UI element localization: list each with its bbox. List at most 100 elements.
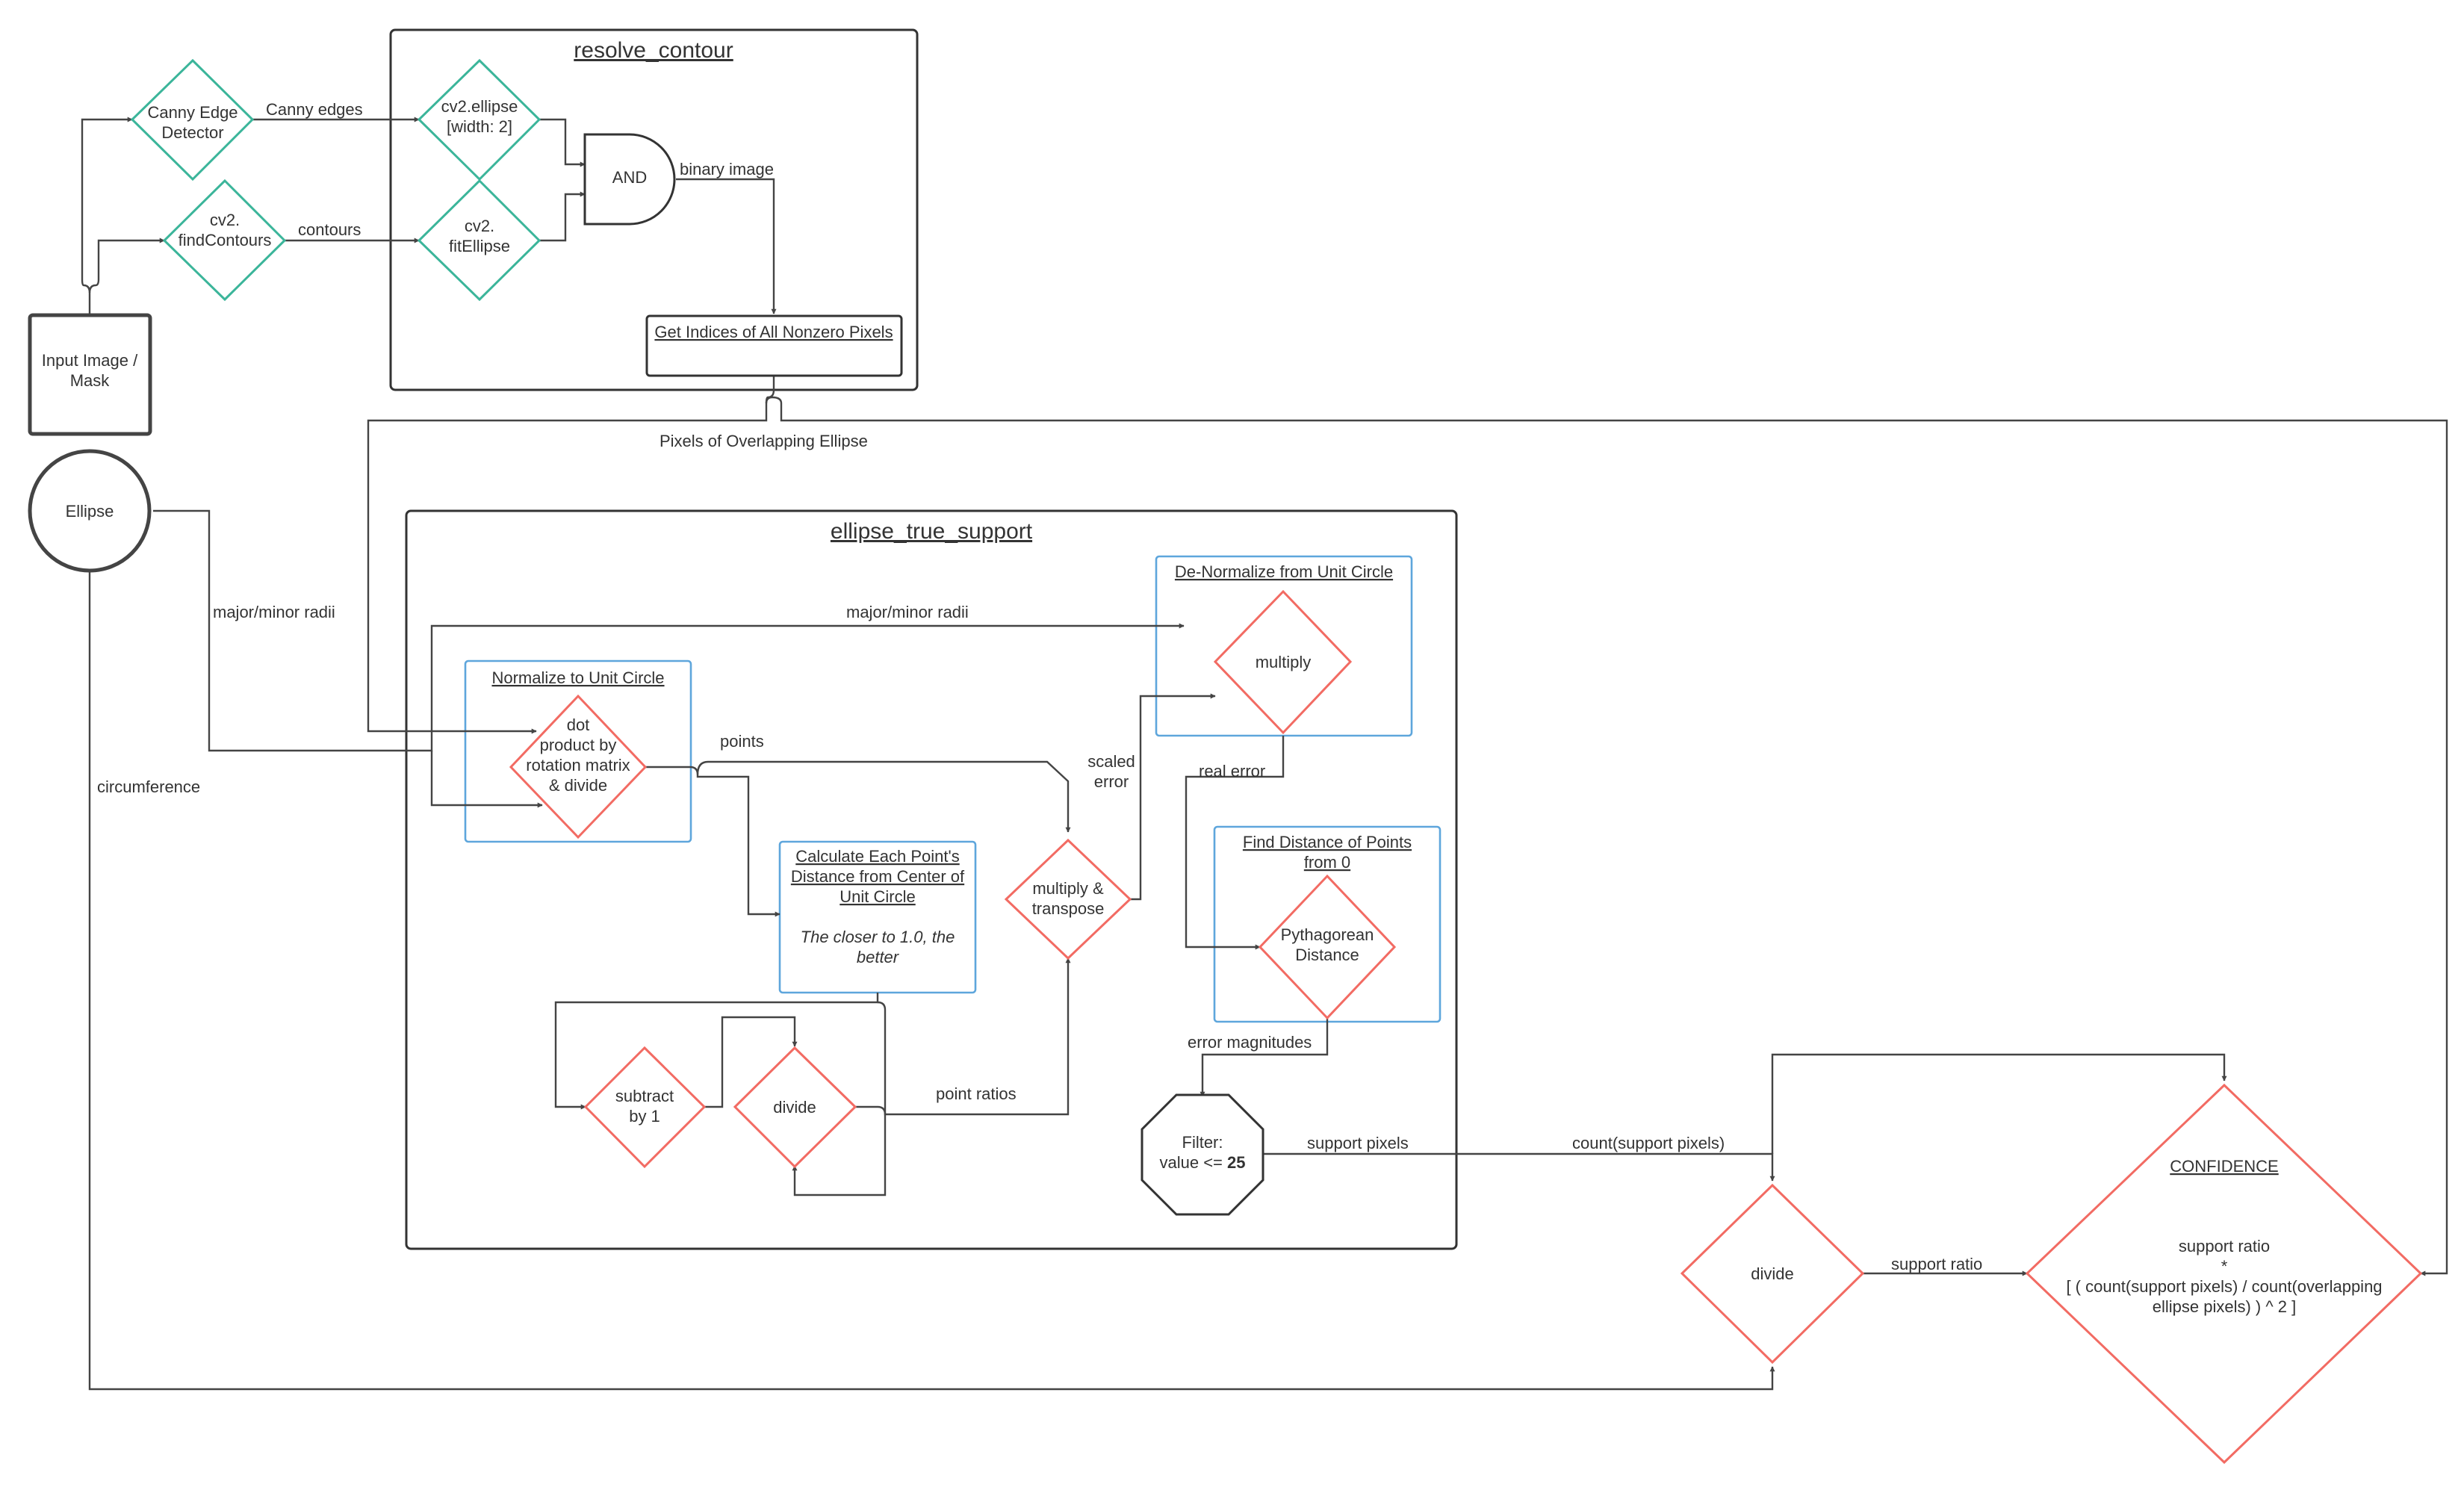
find-distance-line-1: Find Distance of Points bbox=[1243, 833, 1412, 851]
find-contours-line-2: findContours bbox=[179, 231, 272, 249]
and-gate-node[interactable]: AND bbox=[583, 133, 676, 226]
group-resolve-contour: resolve_contour bbox=[389, 28, 919, 391]
edge-error-magnitudes bbox=[1200, 1018, 1329, 1097]
edge-circumference bbox=[88, 571, 1775, 1391]
divide-inner-node[interactable]: divide bbox=[733, 1046, 857, 1169]
edge-radii-to-dot bbox=[430, 751, 543, 808]
label-scaled-error-1: scaled bbox=[1087, 752, 1135, 771]
divide-inner-label: divide bbox=[773, 1098, 816, 1117]
edge-calc-divide-bottom bbox=[792, 1001, 887, 1196]
edge-calc-subtract bbox=[554, 993, 879, 1110]
calc-distance-line-2: Distance from Center of bbox=[791, 867, 965, 886]
confidence-line-4: ellipse pixels) ) ^ 2 ] bbox=[2153, 1297, 2297, 1316]
edge-real-error bbox=[1185, 736, 1285, 950]
calc-distance-node[interactable]: Calculate Each Point's Distance from Cen… bbox=[791, 847, 965, 966]
and-gate-label: AND bbox=[612, 168, 647, 187]
label-count-support: count(support pixels) bbox=[1572, 1134, 1725, 1152]
label-contours: contours bbox=[298, 220, 361, 239]
pythagorean-line-1: Pythagorean bbox=[1281, 925, 1374, 944]
label-points: points bbox=[720, 732, 764, 751]
edge-binary-image bbox=[676, 178, 777, 314]
edge-count-support bbox=[1771, 1053, 2227, 1154]
label-support-pixels: support pixels bbox=[1307, 1134, 1409, 1152]
cv2-ellipse-line-2: [width: 2] bbox=[447, 117, 512, 136]
label-binary-image: binary image bbox=[680, 160, 774, 179]
confidence-line-3: [ ( count(support pixels) / count(overla… bbox=[2066, 1277, 2382, 1296]
canny-line-2: Detector bbox=[161, 123, 223, 142]
divide-outer-label: divide bbox=[1751, 1264, 1793, 1283]
multiply-node[interactable]: multiply bbox=[1213, 589, 1353, 735]
label-point-ratios: point ratios bbox=[936, 1084, 1017, 1103]
calc-distance-note-1: The closer to 1.0, the bbox=[801, 928, 955, 946]
edge-support-pixels bbox=[1263, 1152, 1775, 1182]
filter-line-2: value <= 25 bbox=[1160, 1153, 1246, 1172]
cv2-ellipse-line-1: cv2.ellipse bbox=[441, 97, 518, 116]
pythagorean-line-2: Distance bbox=[1295, 946, 1359, 964]
edge-scaled-error bbox=[1130, 693, 1216, 901]
label-major-minor-outer: major/minor radii bbox=[213, 603, 335, 621]
label-scaled-error-2: error bbox=[1094, 772, 1129, 791]
calc-distance-line-3: Unit Circle bbox=[840, 887, 915, 906]
find-contours-node[interactable]: cv2. findContours bbox=[162, 179, 287, 302]
edge-pixels-to-confidence bbox=[765, 396, 2448, 1276]
fit-ellipse-line-1: cv2. bbox=[465, 217, 494, 235]
edge-input-findcontours bbox=[88, 238, 165, 294]
filter-threshold: 25 bbox=[1227, 1153, 1245, 1172]
ellipse-node[interactable]: Ellipse bbox=[28, 449, 152, 573]
canny-edge-detector-node[interactable]: Canny Edge Detector bbox=[130, 58, 255, 181]
label-major-minor-inner: major/minor radii bbox=[846, 603, 969, 621]
multiply-transpose-node[interactable]: multiply & transpose bbox=[1004, 838, 1132, 960]
filter-condition: value <= bbox=[1160, 1153, 1228, 1172]
input-image-node[interactable]: Input Image / Mask bbox=[28, 313, 152, 436]
ellipse-label: Ellipse bbox=[66, 502, 114, 521]
label-canny-edges: Canny edges bbox=[266, 100, 363, 119]
normalize-title: Normalize to Unit Circle bbox=[491, 668, 664, 687]
confidence-title: CONFIDENCE bbox=[2170, 1157, 2278, 1176]
subtract-line-1: subtract bbox=[615, 1087, 674, 1105]
input-image-line-1: Input Image / bbox=[42, 351, 138, 370]
edge-point-ratios bbox=[855, 957, 1071, 1116]
label-real-error: real error bbox=[1199, 762, 1265, 780]
canny-line-1: Canny Edge bbox=[147, 103, 238, 122]
pythagorean-node[interactable]: Pythagorean Distance bbox=[1258, 874, 1397, 1020]
dot-product-line-4: & divide bbox=[549, 776, 607, 795]
dot-product-line-1: dot bbox=[567, 715, 590, 734]
multiply-transpose-line-1: multiply & bbox=[1032, 879, 1104, 898]
label-circumference: circumference bbox=[97, 777, 200, 796]
group-ellipse-true-support: ellipse_true_support bbox=[405, 509, 1458, 1250]
fit-ellipse-line-2: fitEllipse bbox=[449, 237, 510, 255]
edge-fitellipse-and bbox=[539, 191, 586, 242]
subtract-node[interactable]: subtract by 1 bbox=[583, 1046, 707, 1169]
dot-product-node[interactable]: dot product by rotation matrix & divide bbox=[509, 694, 648, 839]
group-title-ellipse-true-support: ellipse_true_support bbox=[831, 519, 1033, 544]
denormalize-title: De-Normalize from Unit Circle bbox=[1175, 562, 1393, 581]
cv2-ellipse-node[interactable]: cv2.ellipse [width: 2] bbox=[417, 58, 541, 181]
input-image-line-2: Mask bbox=[70, 371, 111, 390]
multiply-transpose-line-2: transpose bbox=[1032, 899, 1105, 918]
filter-line-1: Filter: bbox=[1182, 1133, 1223, 1152]
edge-subtract-divide bbox=[704, 1016, 798, 1108]
divide-outer-node[interactable]: divide bbox=[1680, 1183, 1865, 1365]
subtract-line-2: by 1 bbox=[629, 1107, 660, 1126]
fit-ellipse-node[interactable]: cv2. fitEllipse bbox=[417, 179, 541, 302]
find-contours-line-1: cv2. bbox=[210, 211, 240, 229]
filter-node[interactable]: Filter: value <= 25 bbox=[1141, 1093, 1264, 1216]
multiply-label: multiply bbox=[1256, 653, 1312, 671]
calc-distance-line-1: Calculate Each Point's bbox=[795, 847, 959, 866]
label-error-magnitudes: error magnitudes bbox=[1188, 1033, 1312, 1052]
dot-product-line-2: product by bbox=[540, 736, 617, 754]
dot-product-line-3: rotation matrix bbox=[526, 756, 630, 775]
group-title-resolve-contour: resolve_contour bbox=[574, 38, 733, 63]
get-indices-node[interactable]: Get Indices of All Nonzero Pixels bbox=[645, 314, 903, 377]
confidence-line-1: support ratio bbox=[2179, 1237, 2270, 1255]
edge-ellipse-and bbox=[539, 118, 586, 167]
calc-distance-note-2: better bbox=[857, 948, 900, 966]
label-support-ratio: support ratio bbox=[1891, 1255, 1982, 1273]
confidence-node[interactable]: CONFIDENCE support ratio * [ ( count(sup… bbox=[2025, 1083, 2423, 1465]
edges bbox=[81, 117, 2448, 1391]
edge-major-minor-outer bbox=[153, 509, 1185, 752]
edge-dot-calc bbox=[645, 766, 781, 917]
edge-input-canny bbox=[81, 117, 133, 315]
edge-labels: Canny edges contours binary image Pixels… bbox=[97, 100, 1982, 1273]
